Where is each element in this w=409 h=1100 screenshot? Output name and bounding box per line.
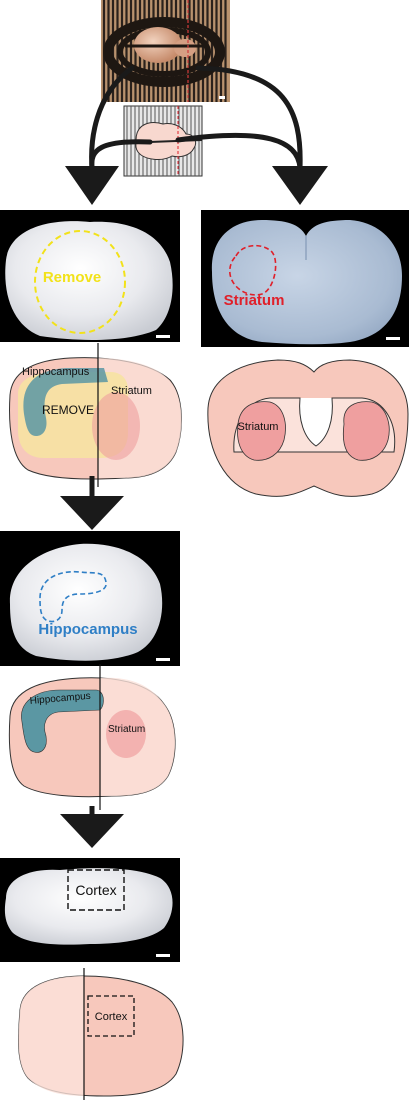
cortex-box [67, 869, 125, 911]
arrow-head-right [272, 166, 328, 205]
striatum-label: Striatum [224, 292, 285, 309]
schem1-striatum: Striatum [111, 385, 152, 397]
scale-bar [156, 658, 170, 661]
arrow-down-2 [60, 806, 124, 848]
arrow-head-left [65, 166, 119, 205]
split-arrows [89, 65, 303, 171]
remove-label: Remove [43, 269, 101, 286]
remove-outline [34, 230, 126, 334]
photo-hippocampus: Hippocampus [0, 531, 180, 666]
schem1-remove: REMOVE [42, 403, 94, 417]
coronal-striatum: Striatum [238, 421, 279, 433]
schematic-step2: Hippocampus Striatum [8, 664, 176, 810]
schem2-striatum: Striatum [108, 724, 145, 735]
schem3-cortex: Cortex [95, 1011, 128, 1023]
scale-bar [386, 337, 400, 340]
hippocampus-label: Hippocampus [38, 621, 137, 638]
cortex-label: Cortex [75, 882, 116, 898]
scale-bar [156, 954, 170, 957]
schem3-cortex-box [87, 995, 135, 1037]
schematic-coronal: Striatum [207, 359, 409, 497]
slicer-matrix-photo [101, 0, 230, 102]
schematic-step1: Hippocampus REMOVE Striatum [9, 343, 182, 487]
scale-bar [156, 335, 170, 338]
photo-cortex: Cortex [0, 858, 180, 962]
photo-remove: Remove [0, 210, 180, 342]
schem1-hippocampus: Hippocampus [22, 366, 90, 378]
photo-striatum: Striatum [201, 210, 409, 347]
schematic-step3: Cortex [18, 968, 184, 1100]
arrow-down-1 [60, 476, 124, 530]
schem2-hippocampus: Hippocampus [29, 691, 91, 707]
